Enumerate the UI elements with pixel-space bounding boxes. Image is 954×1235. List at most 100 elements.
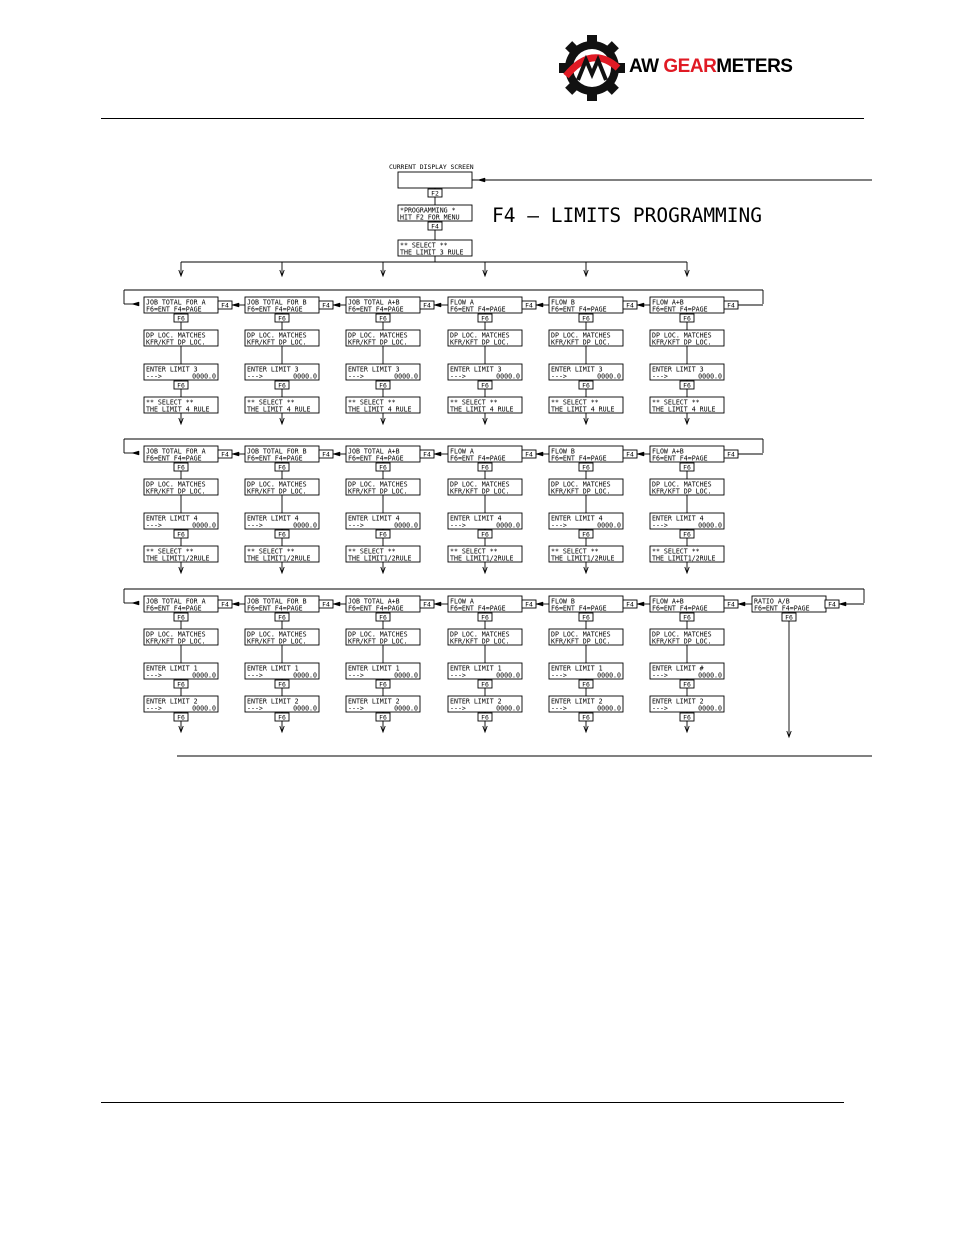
box-value: 0000.0 [698,705,722,713]
box-text: THE LIMIT 4 RULE [551,406,615,414]
box-text: F6=ENT F4=PAGE [551,605,607,613]
box-text: DP LOC. MATCHES [652,332,712,340]
box-text: THE LIMIT1/2RULE [247,555,311,563]
arrow-down-icon [684,566,690,575]
arrow-left-icon [433,601,442,607]
box-text: ENTER LIMIT 4 [247,515,299,523]
arrow-down-icon [279,566,285,575]
key-label: F6 [177,714,185,722]
box-text: F6=ENT F4=PAGE [348,605,404,613]
box-text: ---> [247,705,263,713]
box-text: FLOW A+B [652,598,684,606]
box-value: 0000.0 [496,522,520,530]
box-text: F6=ENT F4=PAGE [450,306,506,314]
footer-rule [101,1102,844,1103]
key-label: F4 [626,451,634,459]
box-text: ENTER LIMIT 2 [247,698,299,706]
key-label: F2 [431,190,439,198]
box-text: ** SELECT ** [146,548,194,556]
key-label: F6 [379,464,387,472]
box-text: ENTER LIMIT 2 [551,698,603,706]
key-label: F6 [278,382,286,390]
box-text: DP LOC. MATCHES [348,332,408,340]
box-text: JOB TOTAL FOR A [146,299,206,307]
box-text: KFR/KFT DP LOC. [247,638,307,646]
arrow-down-icon [583,417,589,426]
key-label: F6 [177,531,185,539]
box-text: ---> [450,522,466,530]
arrow-down-icon [380,417,386,426]
box-text: KFR/KFT DP LOC. [551,339,611,347]
key-label: F6 [683,531,691,539]
box-text: ---> [551,672,567,680]
box-text: DP LOC. MATCHES [450,332,510,340]
box-text: KFR/KFT DP LOC. [146,339,206,347]
box-text: F6=ENT F4=PAGE [146,455,202,463]
arrow-left-icon [332,601,341,607]
key-label: F6 [582,714,590,722]
key-label: F6 [278,614,286,622]
box-text: THE LIMIT1/2RULE [551,555,615,563]
box-text: FLOW B [551,448,575,456]
box-text: DP LOC. MATCHES [551,481,611,489]
arrow-down-icon [583,269,589,278]
box-text: JOB TOTAL A+B [348,448,400,456]
box-text: KFR/KFT DP LOC. [551,488,611,496]
box-text: ---> [652,705,668,713]
box-text: ** SELECT ** [652,548,700,556]
arrow-left-icon [433,451,442,457]
box-text: FLOW A [450,299,474,307]
box-text: DP LOC. MATCHES [652,631,712,639]
key-label: F6 [582,681,590,689]
box-value: 0000.0 [192,373,216,381]
box-text: KFR/KFT DP LOC. [652,638,712,646]
return-arrow-icon [477,177,486,183]
key-label: F6 [481,315,489,323]
box-text: ** SELECT ** [247,548,295,556]
box-text: ** SELECT ** [348,399,396,407]
arrow-left-icon [535,302,544,308]
box-text: ENTER LIMIT 2 [348,698,400,706]
arrow-down-icon [178,566,184,575]
box-text: KFR/KFT DP LOC. [348,488,408,496]
box-text: ** SELECT ** [247,399,295,407]
box-text: ---> [247,373,263,381]
key-label: F6 [278,315,286,323]
arrow-left-icon [231,451,240,457]
arrow-left-icon [231,302,240,308]
box-text: KFR/KFT DP LOC. [247,339,307,347]
box-text: F6=ENT F4=PAGE [754,605,810,613]
key-label: F6 [481,464,489,472]
box-text: ENTER LIMIT 2 [652,698,704,706]
box-text: THE LIMIT1/2RULE [146,555,210,563]
key-label: F4 [221,302,229,310]
box-text: F6=ENT F4=PAGE [652,605,708,613]
arrow-left-icon [535,451,544,457]
box-text: KFR/KFT DP LOC. [146,488,206,496]
box-text: THE LIMIT 4 RULE [146,406,210,414]
key-label: F4 [626,302,634,310]
box-text: KFR/KFT DP LOC. [450,638,510,646]
arrow-down-icon [684,269,690,278]
box-text: JOB TOTAL FOR B [247,598,307,606]
box-text: RATIO A/B [754,598,790,606]
box-text: ---> [551,522,567,530]
arrow-left-icon [131,450,140,456]
box-value: 0000.0 [394,672,418,680]
box-text: ---> [146,373,162,381]
arrow-left-icon [636,601,645,607]
key-label: F6 [481,714,489,722]
key-label: F4 [525,601,533,609]
box-text: ENTER LIMIT 3 [652,366,704,374]
box-text: ENTER LIMIT 3 [146,366,198,374]
arrow-down-icon [583,725,589,734]
arrow-left-icon [131,301,140,307]
arrow-down-icon [380,725,386,734]
box-value: 0000.0 [496,705,520,713]
key-label: F6 [683,681,691,689]
box-text: THE LIMIT1/2RULE [348,555,412,563]
box-text: THE LIMIT1/2RULE [652,555,716,563]
box-text: FLOW B [551,598,575,606]
box-text: DP LOC. MATCHES [247,631,307,639]
key-label: F6 [177,382,185,390]
